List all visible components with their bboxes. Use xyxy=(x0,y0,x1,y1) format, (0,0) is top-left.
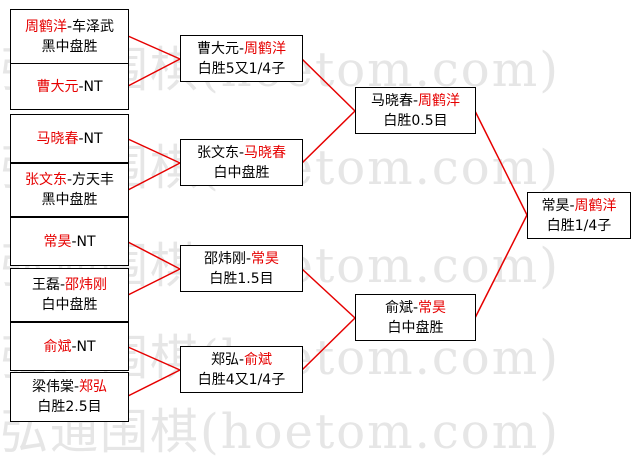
match-box-r1-3[interactable]: 马晓春-NT xyxy=(10,114,129,163)
match-players: 张文东-马晓春 xyxy=(197,143,286,163)
player-name: 梁伟棠 xyxy=(31,379,74,395)
match-result: 白中盘胜 xyxy=(41,297,98,313)
player-name: NT xyxy=(76,233,96,250)
player-name: 马晓春 xyxy=(244,144,287,161)
player-name: 周鹤洋 xyxy=(418,92,461,109)
player-name: 邵炜刚 xyxy=(65,277,108,293)
match-players: 马晓春-NT xyxy=(36,129,102,149)
separator: - xyxy=(238,144,245,161)
player-name: 周鹤洋 xyxy=(24,18,67,35)
match-box-final[interactable]: 常昊-周鹤洋 白胜1/4子 xyxy=(527,192,631,239)
match-players: 常昊-周鹤洋 xyxy=(541,196,616,216)
match-players: 梁伟棠-郑弘 xyxy=(32,377,107,397)
separator: - xyxy=(71,233,77,250)
separator: - xyxy=(59,277,66,293)
match-result: 白胜5又1/4子 xyxy=(197,60,286,77)
match-players: 王磊-邵炜刚 xyxy=(32,275,107,295)
separator: - xyxy=(245,250,252,267)
player-name: NT xyxy=(76,338,96,355)
match-box-r1-2[interactable]: 曹大元-NT xyxy=(10,63,129,110)
player-name: 俞斌 xyxy=(43,338,72,355)
match-result: 白中盘胜 xyxy=(387,319,444,336)
match-box-r1-6[interactable]: 王磊-邵炜刚 白中盘胜 xyxy=(10,268,129,322)
match-players: 邵炜刚-常昊 xyxy=(204,249,279,269)
match-players: 周鹤洋-车泽武 xyxy=(25,17,114,37)
match-players: 曹大元-周鹤洋 xyxy=(197,39,286,59)
player-name: 邵炜刚 xyxy=(203,250,246,267)
player-name: 方天丰 xyxy=(72,172,115,188)
player-name: 张文东 xyxy=(196,144,239,161)
player-name: 周鹤洋 xyxy=(574,197,617,214)
separator: - xyxy=(412,92,419,109)
separator: - xyxy=(78,78,84,95)
separator: - xyxy=(66,18,73,35)
player-name: 马晓春 xyxy=(370,92,413,109)
separator: - xyxy=(78,130,84,147)
player-name: NT xyxy=(83,78,103,95)
player-name: 常昊 xyxy=(541,197,570,214)
bracket-connectors xyxy=(127,35,528,397)
player-name: 曹大元 xyxy=(36,78,79,95)
match-result: 黑中盘胜 xyxy=(41,192,98,208)
match-box-r3-1[interactable]: 马晓春-周鹤洋 白胜0.5目 xyxy=(355,87,476,134)
player-name: 马晓春 xyxy=(36,130,79,147)
match-players: 马晓春-周鹤洋 xyxy=(371,91,460,111)
player-name: 俞斌 xyxy=(244,351,273,368)
match-box-r2-1[interactable]: 曹大元-周鹤洋 白胜5又1/4子 xyxy=(180,35,303,82)
match-result: 白胜1/4子 xyxy=(546,217,612,234)
match-box-r3-2[interactable]: 俞斌-常昊 白中盘胜 xyxy=(355,294,476,341)
player-name: 张文东 xyxy=(24,172,67,188)
match-box-r1-4[interactable]: 张文东-方天丰 黑中盘胜 xyxy=(10,163,129,217)
separator: - xyxy=(569,197,575,214)
match-players: 郑弘-俞斌 xyxy=(211,350,272,370)
match-box-r2-3[interactable]: 邵炜刚-常昊 白胜1.5目 xyxy=(180,245,303,292)
separator: - xyxy=(238,40,245,57)
player-name: 曹大元 xyxy=(196,40,239,57)
match-box-r1-8[interactable]: 梁伟棠-郑弘 白胜2.5目 xyxy=(10,372,129,422)
player-name: NT xyxy=(83,130,103,147)
match-players: 俞斌-常昊 xyxy=(385,298,446,318)
match-players: 俞斌-NT xyxy=(43,337,95,357)
player-name: 车泽武 xyxy=(72,18,115,35)
player-name: 王磊 xyxy=(31,277,60,293)
match-box-r1-7[interactable]: 俞斌-NT xyxy=(10,322,129,371)
player-name: 周鹤洋 xyxy=(244,40,287,57)
player-name: 常昊 xyxy=(251,250,280,267)
match-result: 白中盘胜 xyxy=(213,164,270,181)
match-box-r2-2[interactable]: 张文东-马晓春 白中盘胜 xyxy=(180,139,303,186)
separator: - xyxy=(71,338,77,355)
match-result: 白胜2.5目 xyxy=(37,399,102,415)
match-result: 白胜0.5目 xyxy=(383,112,448,129)
match-result: 白胜4又1/4子 xyxy=(197,371,286,388)
separator: - xyxy=(412,299,419,316)
player-name: 常昊 xyxy=(43,233,72,250)
match-players: 曹大元-NT xyxy=(36,77,102,97)
match-result: 白胜1.5目 xyxy=(209,270,274,287)
player-name: 俞斌 xyxy=(384,299,413,316)
player-name: 郑弘 xyxy=(210,351,239,368)
match-players: 张文东-方天丰 xyxy=(25,170,114,190)
match-players: 常昊-NT xyxy=(43,232,95,252)
match-box-r1-5[interactable]: 常昊-NT xyxy=(10,217,129,266)
match-box-r2-4[interactable]: 郑弘-俞斌 白胜4又1/4子 xyxy=(180,346,303,393)
player-name: 常昊 xyxy=(418,299,447,316)
player-name: 郑弘 xyxy=(79,379,108,395)
separator: - xyxy=(66,172,73,188)
match-box-r1-1[interactable]: 周鹤洋-车泽武 黑中盘胜 xyxy=(10,9,129,64)
match-result: 黑中盘胜 xyxy=(41,38,98,55)
separator: - xyxy=(238,351,245,368)
separator: - xyxy=(73,379,80,395)
